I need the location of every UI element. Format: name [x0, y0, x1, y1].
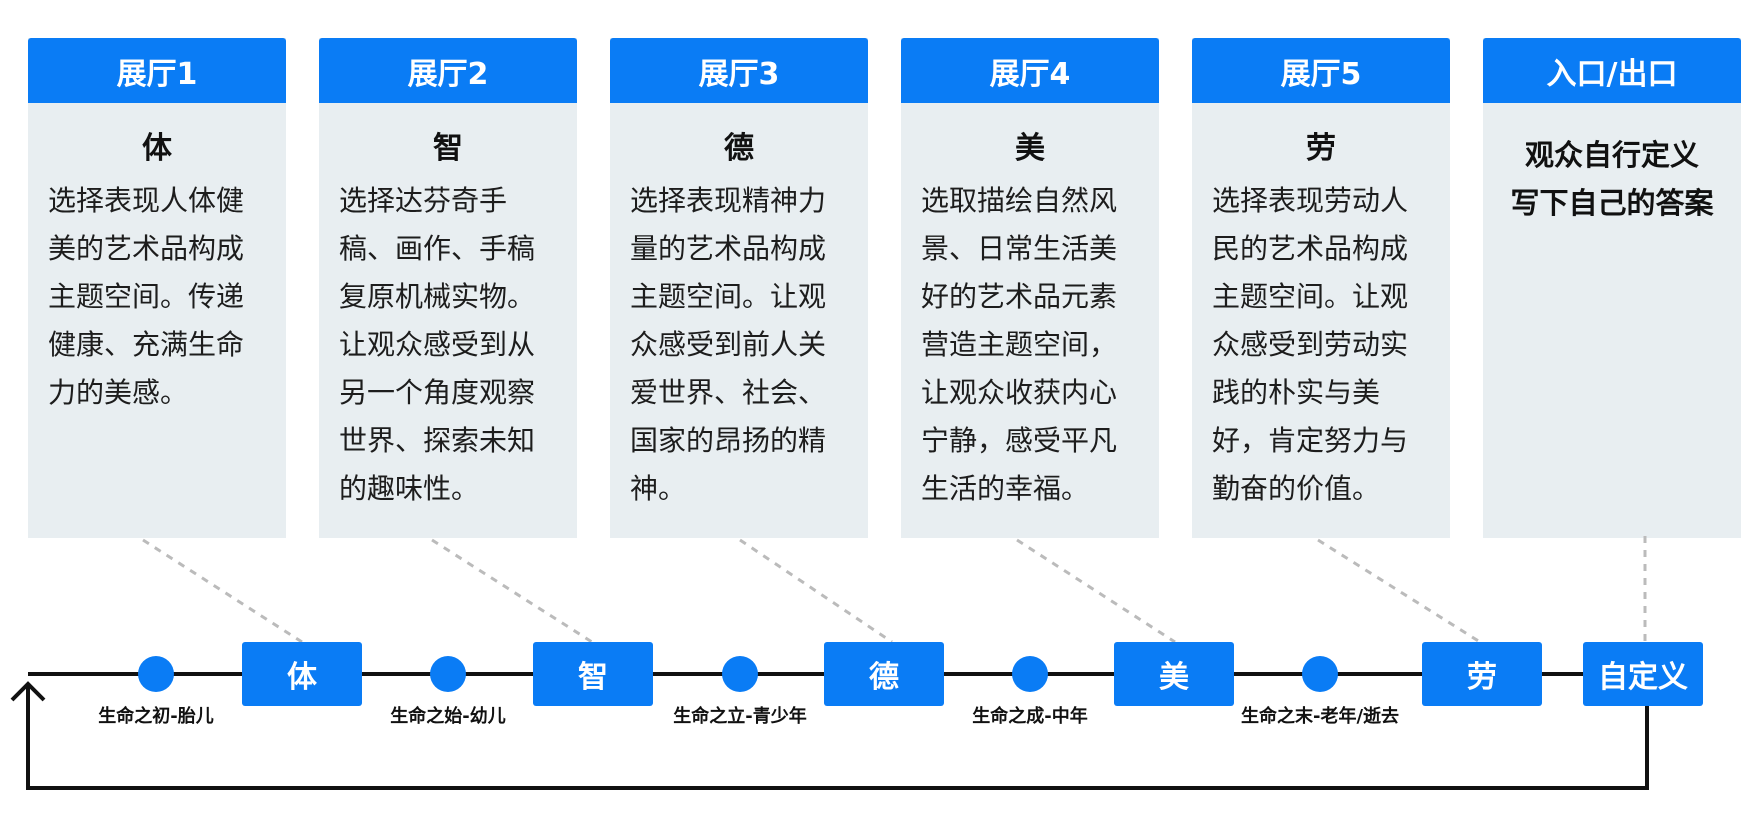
hall-header: 展厅4 — [901, 38, 1159, 103]
timeline-box-custom: 自定义 — [1583, 642, 1703, 706]
timeline-box-mei: 美 — [1114, 642, 1234, 706]
hall-header: 展厅1 — [28, 38, 286, 103]
hall-description: 选择达芬奇手稿、画作、手稿复原机械实物。让观众感受到从另一个角度观察世界、探索未… — [339, 184, 536, 505]
hall-header: 展厅2 — [319, 38, 577, 103]
entrance-title: 观众自行定义 写下自己的答案 — [1483, 131, 1741, 227]
hall-card-2: 展厅2 智 选择达芬奇手稿、画作、手稿复原机械实物。让观众感受到从另一个角度观察… — [319, 38, 577, 538]
connector-1 — [142, 538, 303, 644]
hall-card-5: 展厅5 劳 选择表现劳动人民的艺术品构成主题空间。让观众感受到劳动实践的朴实与美… — [1192, 38, 1450, 538]
stage-dot-2 — [430, 656, 466, 692]
hall-card-3: 展厅3 德 选择表现精神力量的艺术品构成主题空间。让观众感受到前人关爱世界、社会… — [610, 38, 868, 538]
hall-description: 选择表现精神力量的艺术品构成主题空间。让观众感受到前人关爱世界、社会、国家的昂扬… — [630, 184, 827, 505]
connector-4 — [1016, 538, 1176, 644]
hall-header: 展厅3 — [610, 38, 868, 103]
hall-card-1: 展厅1 体 选择表现人体健美的艺术品构成主题空间。传递健康、充满生命力的美感。 — [28, 38, 286, 538]
hall-title: 美 — [1015, 131, 1045, 166]
hall-header: 展厅5 — [1192, 38, 1450, 103]
timeline-box-zhi: 智 — [533, 642, 653, 706]
hall-description: 选择表现人体健美的艺术品构成主题空间。传递健康、充满生命力的美感。 — [48, 184, 245, 409]
connector-3 — [739, 538, 893, 644]
stage-label-1: 生命之初-胎儿 — [98, 706, 214, 727]
dashed-connectors — [142, 536, 1647, 644]
entrance-header: 入口/出口 — [1483, 38, 1741, 103]
entrance-card: 入口/出口 观众自行定义 写下自己的答案 — [1483, 38, 1741, 538]
entrance-title-line: 观众自行定义 — [1524, 138, 1699, 172]
stage-label-3: 生命之立-青少年 — [673, 706, 807, 727]
hall-card-4: 展厅4 美 选取描绘自然风景、日常生活美好的艺术品元素营造主题空间，让观众收获内… — [901, 38, 1159, 538]
connector-2 — [431, 538, 593, 644]
stage-dot-4 — [1012, 656, 1048, 692]
hall-title: 智 — [433, 131, 463, 166]
connector-5 — [1317, 538, 1481, 644]
stage-label-5: 生命之末-老年/逝去 — [1240, 706, 1400, 727]
timeline-box-ti: 体 — [242, 642, 362, 706]
timeline-box-de: 德 — [824, 642, 944, 706]
timeline-box-lao: 劳 — [1422, 642, 1542, 706]
stage-dot-3 — [722, 656, 758, 692]
hall-title: 德 — [724, 131, 754, 166]
stage-dot-5 — [1302, 656, 1338, 692]
hall-description: 选取描绘自然风景、日常生活美好的艺术品元素营造主题空间，让观众收获内心宁静，感受… — [921, 184, 1118, 505]
entrance-title-line: 写下自己的答案 — [1510, 186, 1714, 220]
hall-title: 劳 — [1306, 131, 1336, 166]
stage-label-4: 生命之成-中年 — [972, 706, 1088, 727]
stage-label-2: 生命之始-幼儿 — [390, 706, 506, 727]
arrow-head — [10, 681, 46, 702]
hall-title: 体 — [142, 131, 172, 166]
hall-description: 选择表现劳动人民的艺术品构成主题空间。让观众感受到劳动实践的朴实与美好，肯定努力… — [1212, 184, 1409, 505]
stage-dot-1 — [138, 656, 174, 692]
return-loop — [26, 684, 1649, 790]
